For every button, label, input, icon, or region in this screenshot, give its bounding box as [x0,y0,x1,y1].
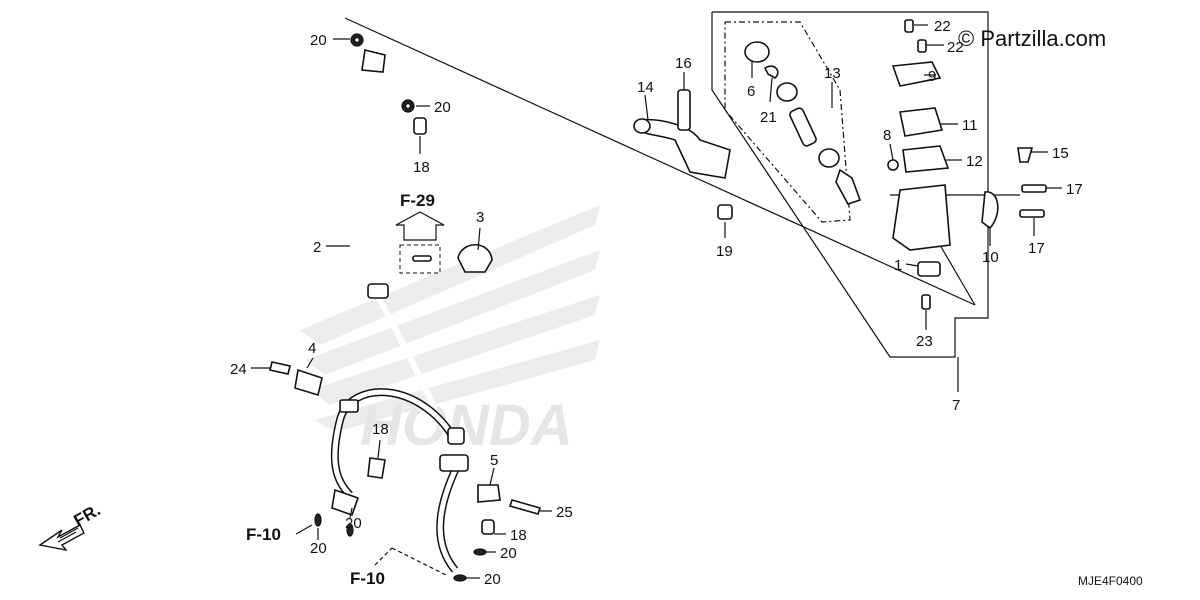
bolt-18-c [481,519,495,535]
hose-fitting-top [361,49,386,73]
small-parts [269,33,542,582]
piston-set-13 [744,41,862,205]
diaphragm-12 [902,145,950,173]
callout-22-b: 22 [947,39,964,56]
callout-5: 5 [490,452,498,469]
assembly-outline [344,11,1020,392]
callout-3: 3 [476,209,484,226]
diagram-code: MJE4F0400 [1078,574,1143,588]
ref-f29: F-29 [395,191,445,274]
holder-1 [917,261,941,277]
callout-2: 2 [313,239,321,256]
watermark-text: HONDA [360,393,573,458]
callout-24: 24 [230,361,247,378]
nut-19 [717,204,733,220]
callout-17-a: 17 [1066,181,1083,198]
callout-16: 16 [675,55,692,72]
clamp-3 [457,244,493,273]
callout-10: 10 [982,249,999,266]
callout-14: 14 [637,79,654,96]
callout-20-c: 20 [345,515,362,532]
master-cylinder-1 [892,184,951,251]
callout-20-top: 20 [310,32,327,49]
ref-f10: F-10 F-10 [246,524,449,588]
direction-label: FR. [71,500,104,530]
three-way-joint [439,454,469,472]
guide-4 [294,368,323,397]
leader-lines [251,24,1062,579]
bolt-24 [269,361,291,375]
cap-9 [891,61,942,87]
bolt-25 [508,499,542,515]
screw-23 [921,294,931,310]
callout-25: 25 [556,504,573,521]
partzilla-brand: © Partzilla.com [958,26,1107,51]
callout-6: 6 [747,83,755,100]
callout-20-e: 20 [500,545,517,562]
front-direction-arrow: FR. [38,500,104,552]
ref-label-f29: F-29 [400,191,435,210]
joint-5 [477,484,501,503]
callout-12: 12 [966,153,983,170]
brake-lever-14 [633,89,733,220]
bolt-18 [413,117,427,135]
callout-20-b: 20 [434,99,451,116]
callout-19: 19 [716,243,733,260]
switch-10 [981,191,999,230]
callout-18-b: 18 [372,421,389,438]
callout-8: 8 [883,127,891,144]
callout-20-f: 20 [484,571,501,588]
plug-15 [1017,147,1034,163]
callout-21: 21 [760,109,777,126]
screw-17-b [1019,209,1045,218]
screw-22-a [904,19,914,33]
callout-15: 15 [1052,145,1069,162]
callout-18-c: 18 [510,527,527,544]
callout-17-b: 17 [1028,240,1045,257]
pivot-bolt-16 [677,89,691,131]
brake-hose-branch [330,388,469,573]
ref-label-f10-left: F-10 [246,525,281,544]
reservoir-parts [887,19,1047,310]
hose-clamp [367,283,389,299]
screw-22-b [917,39,927,53]
callout-11: 11 [962,117,978,134]
callout-7: 7 [952,397,960,414]
callout-20-d: 20 [310,540,327,557]
brake-hose-2 [361,49,458,461]
callout-numbers: 20 20 18 2 3 4 24 18 20 20 5 25 18 20 20… [230,18,1083,588]
callout-23: 23 [916,333,933,350]
callout-13: 13 [824,65,841,82]
callout-9: 9 [928,68,936,85]
callout-22-a: 22 [934,18,951,35]
screw-17-a [1021,184,1047,193]
ref-label-f10-bottom: F-10 [350,569,385,588]
callout-4: 4 [308,340,316,357]
plate-11 [899,107,944,137]
callout-18-a: 18 [413,159,430,176]
callout-1: 1 [894,257,902,274]
honda-wing-watermark: HONDA [300,205,600,458]
clip-8 [887,159,899,171]
bolt-18-lower [367,457,386,479]
